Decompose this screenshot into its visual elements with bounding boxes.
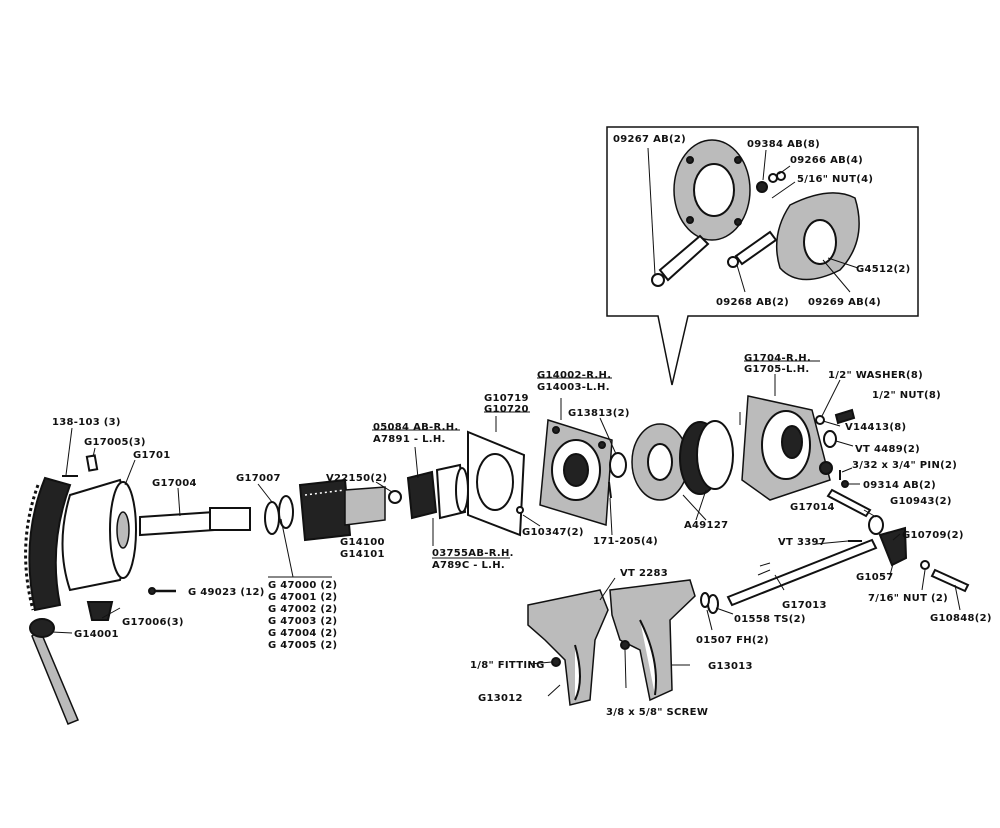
label-rules bbox=[372, 360, 820, 559]
label-g47000: G 47000 (2) bbox=[268, 580, 337, 591]
label-vt4489: VT 4489(2) bbox=[855, 444, 920, 455]
brake-plate-right bbox=[727, 192, 860, 281]
washer-01507 bbox=[700, 592, 710, 608]
brake-housing bbox=[741, 395, 833, 501]
label-138-103: 138-103 (3) bbox=[52, 417, 121, 428]
label-171-205: 171-205(4) bbox=[593, 536, 658, 547]
label-g1705: G1705-L.H. bbox=[744, 364, 810, 375]
label-fitting: 1/8" FITTING bbox=[470, 660, 545, 671]
label-g14002: G14002-R.H. bbox=[537, 370, 611, 381]
nut-part-2 bbox=[776, 171, 786, 181]
leader-lines bbox=[51, 374, 961, 697]
label-a789c: A789C - L.H. bbox=[432, 560, 505, 571]
cross-shaft bbox=[726, 538, 878, 607]
label-g4512: G4512(2) bbox=[856, 264, 911, 275]
label-v14413: V14413(8) bbox=[845, 422, 906, 433]
ring-gear-assembly bbox=[24, 454, 176, 725]
label-g49023: G 49023 (12) bbox=[188, 587, 265, 598]
label-09268: 09268 AB(2) bbox=[716, 297, 789, 308]
label-g13013: G13013 bbox=[708, 661, 753, 672]
label-g47003: G 47003 (2) bbox=[268, 616, 337, 627]
label-g17005: G17005(3) bbox=[84, 437, 146, 448]
shim-1 bbox=[264, 501, 280, 535]
label-g17014: G17014 bbox=[790, 502, 835, 513]
label-09266: 09266 AB(4) bbox=[790, 155, 863, 166]
label-g10709: G10709(2) bbox=[902, 530, 964, 541]
label-washer: 1/2" WASHER(8) bbox=[828, 370, 923, 381]
label-05084: 05084 AB-R.H. bbox=[373, 422, 459, 433]
bolt-g10848 bbox=[930, 568, 970, 593]
label-g17007: G17007 bbox=[236, 473, 281, 484]
seal-g13813 bbox=[609, 452, 627, 478]
label-a7891: A7891 - L.H. bbox=[373, 434, 446, 445]
label-g14101: G14101 bbox=[340, 549, 385, 560]
label-nut-716: 7/16" NUT (2) bbox=[868, 593, 948, 604]
label-g47001: G 47001 (2) bbox=[268, 592, 337, 603]
label-g14001: G14001 bbox=[74, 629, 119, 640]
shim-2 bbox=[278, 495, 294, 529]
brake-drum bbox=[631, 420, 734, 501]
label-g47002: G 47002 (2) bbox=[268, 604, 337, 615]
label-g17004: G17004 bbox=[152, 478, 197, 489]
label-nut-12: 1/2" NUT(8) bbox=[872, 390, 941, 401]
label-g10347: G10347(2) bbox=[522, 527, 584, 538]
label-a49127: A49127 bbox=[684, 520, 728, 531]
nut-part bbox=[768, 173, 778, 183]
seal-g10943 bbox=[868, 515, 884, 535]
axle-shaft bbox=[139, 507, 251, 537]
washer-v22150 bbox=[388, 490, 402, 504]
label-09269: 09269 AB(4) bbox=[808, 297, 881, 308]
bearing-cone bbox=[406, 470, 438, 520]
brake-plate-left bbox=[651, 139, 751, 287]
label-pin: 3/32 x 3/4" PIN(2) bbox=[852, 460, 957, 471]
label-g1704: G1704-R.H. bbox=[744, 353, 811, 364]
ball-part bbox=[756, 181, 768, 193]
seal-vt4489 bbox=[823, 430, 837, 448]
label-g10848: G10848(2) bbox=[930, 613, 992, 624]
inset-brake-detail: 09267 AB(2) 09384 AB(8) 09266 AB(4) 5/16… bbox=[606, 126, 919, 386]
label-vt3397: VT 3397 bbox=[778, 537, 826, 548]
label-vt2283: VT 2283 bbox=[620, 568, 668, 579]
label-09267: 09267 AB(2) bbox=[613, 134, 686, 145]
label-g13813: G13813(2) bbox=[568, 408, 630, 419]
label-g1701: G1701 bbox=[133, 450, 171, 461]
label-nut-516: 5/16" NUT(4) bbox=[797, 174, 873, 185]
label-09314: 09314 AB(2) bbox=[863, 480, 936, 491]
labels: 138-103 (3) G17005(3) G1701 G17004 G1700… bbox=[52, 353, 992, 718]
label-g17006: G17006(3) bbox=[122, 617, 184, 628]
splined-gear bbox=[298, 478, 386, 542]
washer-part bbox=[815, 415, 825, 425]
label-screw: 3/8 x 5/8" SCREW bbox=[606, 707, 708, 718]
label-g10943: G10943(2) bbox=[890, 496, 952, 507]
lever-g17014 bbox=[826, 488, 872, 518]
nut-part-half bbox=[834, 408, 856, 425]
label-g47004: G 47004 (2) bbox=[268, 628, 337, 639]
pedal-arms bbox=[527, 579, 696, 706]
lever-g1057 bbox=[878, 526, 908, 567]
label-g47005: G 47005 (2) bbox=[268, 640, 337, 651]
label-g10719: G10719 bbox=[484, 393, 529, 404]
label-01558: 01558 TS(2) bbox=[734, 614, 806, 625]
label-g14100: G14100 bbox=[340, 537, 385, 548]
label-g17013: G17013 bbox=[782, 600, 827, 611]
label-09384: 09384 AB(8) bbox=[747, 139, 820, 150]
label-g14003: G14003-L.H. bbox=[537, 382, 610, 393]
label-g1057: G1057 bbox=[856, 572, 894, 583]
label-g10720: G10720 bbox=[484, 404, 529, 415]
label-01507: 01507 FH(2) bbox=[696, 635, 769, 646]
label-v22150: V22150(2) bbox=[326, 473, 387, 484]
label-g13012: G13012 bbox=[478, 693, 523, 704]
bearing-housing bbox=[539, 419, 613, 526]
label-03755: 03755AB-R.H. bbox=[432, 548, 514, 559]
